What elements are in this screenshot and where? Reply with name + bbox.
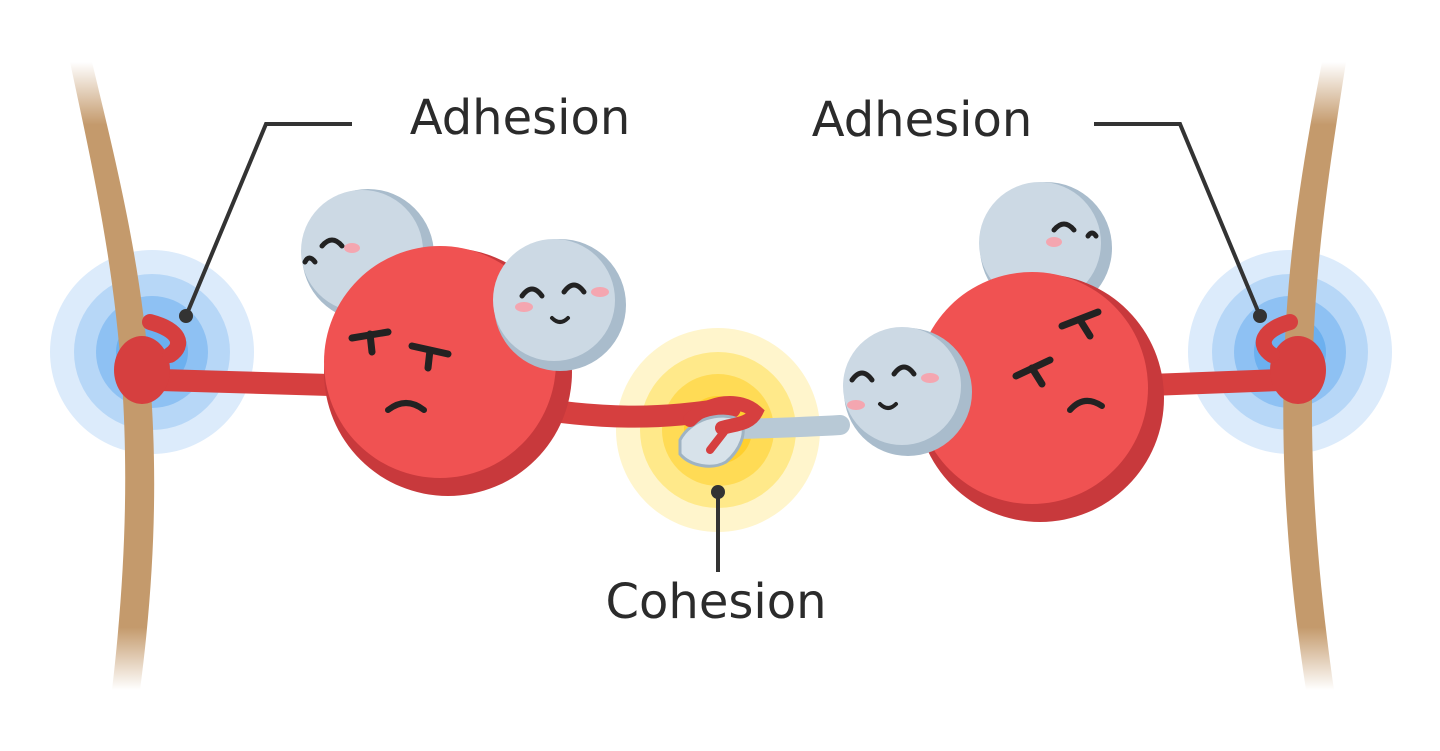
cohesion-leader-line xyxy=(711,485,725,572)
cohesion-label: Cohesion xyxy=(606,574,827,630)
right-hand-gripping-fiber xyxy=(1255,314,1326,404)
left-fiber-strand xyxy=(70,62,155,690)
adhesion-left-label: Adhesion xyxy=(410,90,631,146)
left-molecule-front-hydrogen xyxy=(493,239,626,371)
right-molecule-right-arm xyxy=(1139,369,1291,396)
right-molecule-oxygen xyxy=(916,272,1164,522)
right-molecule-front-hydrogen xyxy=(843,327,972,456)
right-water-molecule xyxy=(843,182,1164,522)
right-fiber-strand xyxy=(1283,62,1346,690)
handshake-icon xyxy=(678,396,765,468)
right-adhesion-leader-line xyxy=(1094,122,1267,323)
adhesion-right-label: Adhesion xyxy=(812,92,1033,148)
left-adhesion-leader-line xyxy=(179,122,352,323)
left-water-molecule xyxy=(301,189,626,496)
left-hand-gripping-fiber xyxy=(114,314,187,404)
left-molecule-left-arm xyxy=(149,369,341,396)
